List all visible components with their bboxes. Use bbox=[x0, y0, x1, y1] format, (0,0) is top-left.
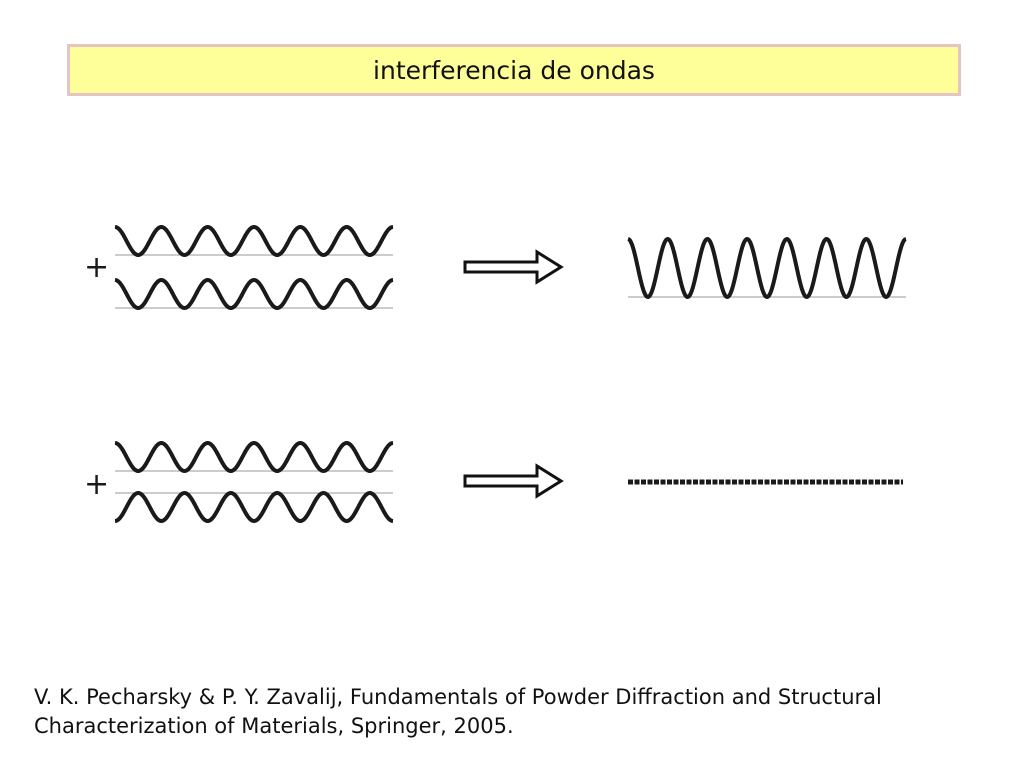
wave-b1 bbox=[114, 440, 394, 474]
citation: V. K. Pecharsky & P. Y. Zavalij, Fundame… bbox=[34, 683, 994, 741]
arrow-destructive bbox=[463, 463, 564, 499]
wave-a1 bbox=[114, 224, 394, 258]
citation-line-2: Characterization of Materials, Springer,… bbox=[34, 714, 514, 738]
plus-sign-constructive: + bbox=[84, 250, 109, 285]
title-banner: interferencia de ondas bbox=[67, 44, 961, 96]
slide-title: interferencia de ondas bbox=[373, 55, 655, 85]
result-wave-double-amplitude bbox=[627, 236, 907, 300]
wave-a2 bbox=[114, 277, 394, 311]
destructive-row: + bbox=[84, 440, 903, 524]
plus-sign-destructive: + bbox=[84, 467, 109, 502]
wave-b2-inverted bbox=[114, 490, 394, 524]
constructive-row: + bbox=[84, 224, 907, 311]
citation-line-1: V. K. Pecharsky & P. Y. Zavalij, Fundame… bbox=[34, 685, 882, 709]
arrow-constructive bbox=[463, 249, 564, 285]
